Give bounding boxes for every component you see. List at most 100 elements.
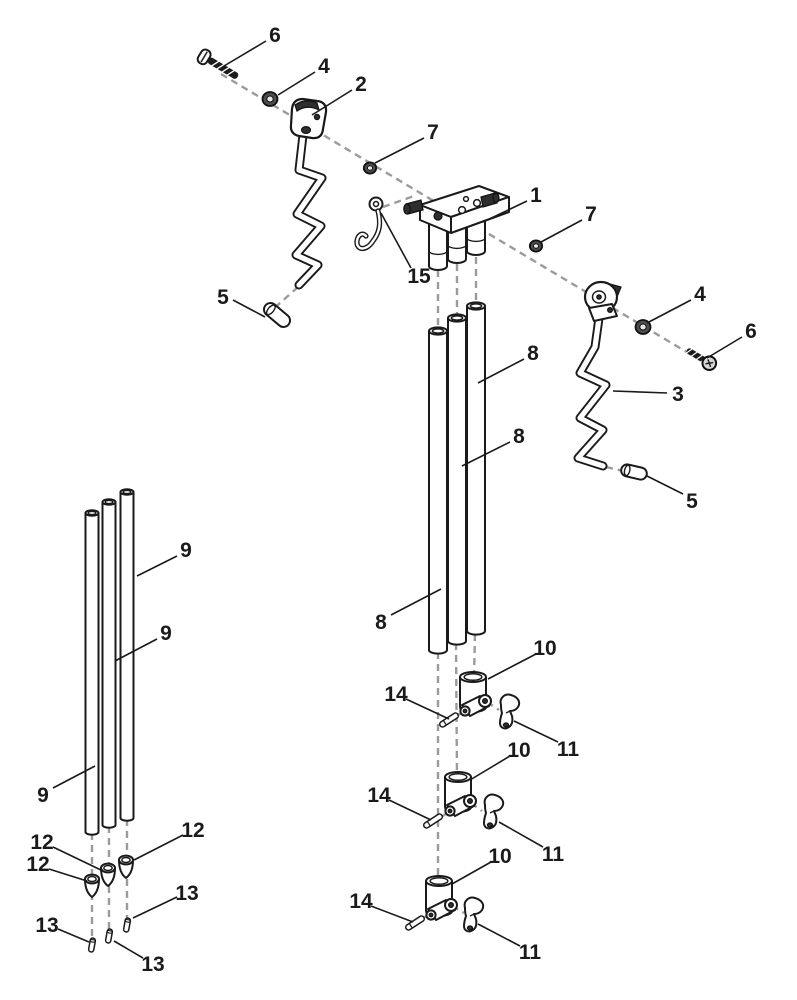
- callout-14-middle: 14: [367, 784, 432, 821]
- collars-drawing: [425, 671, 492, 921]
- cap-12-right: [118, 854, 134, 879]
- crank-handle-left-drawing: [289, 97, 328, 290]
- callout-11-bottom: 11: [477, 923, 542, 964]
- callout-11-middle: 11: [498, 821, 565, 866]
- pin-14-middle: [422, 813, 444, 829]
- callout-8-middle: 8: [461, 425, 525, 467]
- callout-11-top: 11: [513, 720, 579, 761]
- callout-label: 14: [384, 683, 408, 706]
- callout-label: 5: [217, 286, 229, 309]
- callout-label: 13: [175, 882, 198, 905]
- left-tube-set-drawing: [84, 488, 135, 836]
- callout-14-top: 14: [384, 683, 450, 720]
- center-tube-set-drawing: [428, 301, 486, 655]
- nut-7-right: [528, 239, 544, 253]
- tube-8-left: [428, 326, 448, 655]
- callout-5-left: 5: [217, 286, 266, 318]
- tube-8-right: [466, 301, 486, 636]
- callout-label: 7: [585, 203, 597, 226]
- callout-6-right: 6: [706, 320, 757, 359]
- callout-15: 15: [380, 212, 431, 288]
- callout-8-bottom: 8: [375, 588, 442, 634]
- callout-4-right: 4: [646, 283, 706, 324]
- lever-11-top: [499, 693, 521, 730]
- callout-label: 12: [30, 831, 53, 854]
- callout-10-middle: 10: [469, 739, 531, 781]
- small-pins-drawing: [87, 917, 132, 953]
- tube-9-right: [119, 488, 135, 822]
- callout-label: 5: [686, 490, 698, 513]
- callout-label: 14: [349, 890, 373, 913]
- collar-10-bottom: [425, 875, 458, 921]
- end-caps-drawing: [84, 854, 134, 898]
- callout-10-top: 10: [487, 637, 557, 680]
- callout-label: 11: [519, 941, 542, 964]
- callout-6-left: 6: [223, 24, 281, 67]
- washer-4-left: [261, 91, 279, 107]
- pin-13-left: [87, 937, 97, 953]
- tube-9-left: [84, 509, 100, 836]
- callout-label: 9: [37, 784, 49, 807]
- callout-label: 9: [160, 622, 172, 645]
- callout-14-bottom: 14: [349, 890, 414, 923]
- pin-13-middle: [104, 928, 114, 944]
- screw-6-left: [196, 48, 239, 79]
- head-assembly-drawing: [403, 185, 510, 271]
- callout-1: 1: [482, 184, 542, 223]
- callout-9-middle: 9: [114, 622, 172, 662]
- crank-handle-right-drawing: [573, 280, 622, 471]
- pin-14-bottom: [404, 915, 426, 931]
- callout-9-bottom: 9: [37, 765, 96, 807]
- callout-label: 2: [355, 73, 367, 96]
- nut-7-left: [362, 161, 378, 175]
- callout-label: 14: [367, 784, 391, 807]
- callout-13-left: 13: [35, 914, 90, 943]
- callout-label: 8: [527, 342, 539, 365]
- callout-4-left: 4: [277, 55, 330, 96]
- pin-13-right: [122, 917, 132, 933]
- callout-label: 13: [35, 914, 58, 937]
- callout-label: 10: [507, 739, 530, 762]
- callout-label: 4: [318, 55, 330, 78]
- cap-12-middle: [100, 862, 116, 887]
- callout-12-left-top: 12: [30, 831, 104, 872]
- callout-3: 3: [612, 383, 684, 406]
- clamp-levers-drawing: [463, 693, 521, 933]
- hook-drawing: [354, 196, 384, 252]
- callout-label: 13: [141, 953, 164, 976]
- head-right-knob: [480, 192, 500, 208]
- callout-label: 10: [488, 845, 511, 868]
- callout-label: 10: [533, 637, 556, 660]
- callout-label: 11: [542, 843, 565, 866]
- callout-10-bottom: 10: [451, 845, 512, 885]
- alignment-dashed-lines: [90, 72, 701, 942]
- callout-label: 12: [26, 853, 49, 876]
- lever-11-bottom: [463, 896, 485, 933]
- callout-label: 6: [269, 24, 281, 47]
- callout-7-right: 7: [540, 203, 597, 243]
- head-left-knob: [403, 199, 424, 215]
- callout-8-top: 8: [477, 342, 539, 384]
- grip-left-drawing: [262, 302, 292, 328]
- clamp-pins-drawing: [404, 712, 460, 931]
- callout-2: 2: [311, 73, 367, 116]
- callout-label: 3: [672, 383, 684, 406]
- callout-7-left: 7: [374, 121, 439, 164]
- lever-11-middle: [483, 793, 505, 830]
- callout-13-bottom: 13: [113, 940, 165, 976]
- callout-label: 6: [745, 320, 757, 343]
- washer-4-right: [634, 319, 652, 335]
- screw-6-right: [685, 348, 718, 371]
- grip-right-drawing: [620, 463, 648, 481]
- callouts: 6 4 2 7 1 7 15 5: [26, 24, 757, 976]
- callout-12-right: 12: [133, 819, 205, 861]
- callout-label: 8: [375, 611, 387, 634]
- callout-label: 12: [181, 819, 204, 842]
- callout-9-top: 9: [136, 539, 192, 577]
- collar-10-middle: [444, 771, 477, 817]
- callout-label: 8: [513, 425, 525, 448]
- callout-label: 9: [180, 539, 192, 562]
- callout-label: 7: [427, 121, 439, 144]
- callout-13-right: 13: [132, 882, 199, 919]
